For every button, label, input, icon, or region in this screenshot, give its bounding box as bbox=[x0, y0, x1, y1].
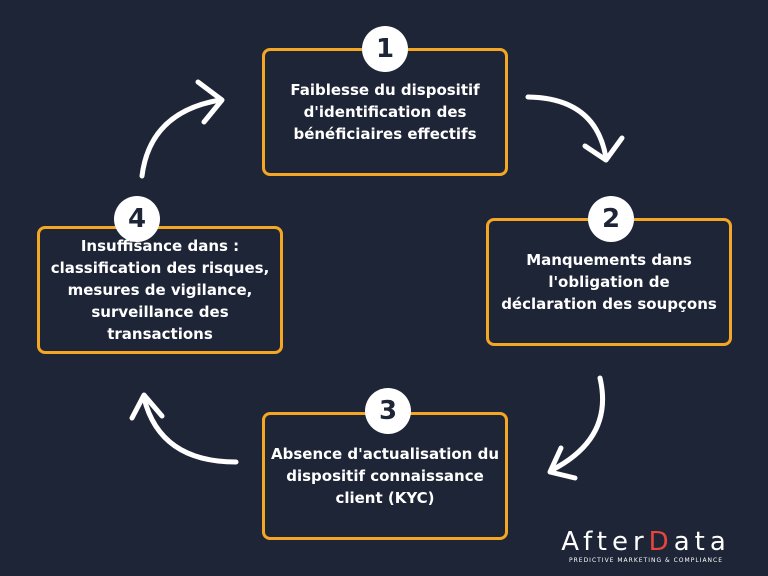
logo-wordmark: AfterData bbox=[556, 528, 736, 556]
step-2-text: Manquements dans l'obligation de déclara… bbox=[501, 251, 717, 313]
logo-name-accent: D bbox=[648, 527, 674, 557]
step-3-number-badge: 3 bbox=[365, 388, 411, 434]
arrow-2-to-3 bbox=[547, 375, 606, 481]
step-4-text: Insuffisance dans : classification des r… bbox=[50, 237, 270, 343]
step-1-number-badge: 1 bbox=[362, 26, 408, 72]
step-box-1: Faiblesse du dispositif d'identification… bbox=[262, 48, 508, 176]
step-3-text: Absence d'actualisation du dispositif co… bbox=[271, 445, 499, 507]
step-box-3: Absence d'actualisation du dispositif co… bbox=[262, 412, 508, 540]
logo-name-part1: After bbox=[561, 527, 649, 557]
arrow-3-to-4 bbox=[129, 392, 239, 465]
arrow-1-to-2 bbox=[525, 94, 625, 163]
step-1-text: Faiblesse du dispositif d'identification… bbox=[290, 81, 480, 143]
afterdata-logo: AfterData PREDICTIVE MARKETING & COMPLIA… bbox=[556, 528, 736, 566]
step-2-number-badge: 2 bbox=[588, 196, 634, 242]
arrow-4-to-1 bbox=[139, 79, 225, 179]
logo-name-part2: ata bbox=[673, 527, 731, 557]
step-4-number-badge: 4 bbox=[114, 196, 160, 242]
step-box-2: Manquements dans l'obligation de déclara… bbox=[486, 218, 732, 346]
logo-tagline: PREDICTIVE MARKETING & COMPLIANCE bbox=[568, 557, 724, 564]
step-box-4: Insuffisance dans : classification des r… bbox=[37, 226, 283, 354]
